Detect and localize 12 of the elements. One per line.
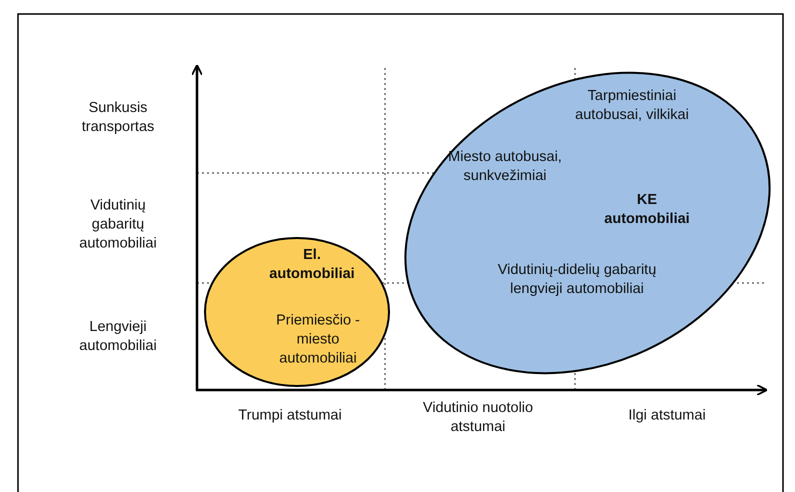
y-axis-label: Lengvieji automobiliai — [78, 318, 158, 356]
x-axis-label: Ilgi atstumai — [627, 406, 707, 426]
category-label: El. automobiliai — [268, 246, 356, 284]
category-label: KE automobiliai — [603, 191, 691, 229]
y-axis-label: Vidutinių gabaritų automobiliai — [78, 196, 158, 254]
item-label: Vidutinių-didelių gabaritų lengvieji automobiliai — [496, 261, 658, 299]
item-label: Priemiesčio - miesto automobiliai — [275, 312, 361, 368]
x-axis-label: Vidutinio nuotolio atstumai — [422, 399, 534, 437]
y-axis-label: Sunkusis transportas — [80, 99, 156, 137]
item-label: Tarpmiestiniai autobusai, vilkikai — [574, 87, 690, 125]
x-axis-label: Trumpi atstumai — [237, 406, 343, 426]
item-label: Miesto autobusai, sunkvežimiai — [447, 148, 563, 186]
